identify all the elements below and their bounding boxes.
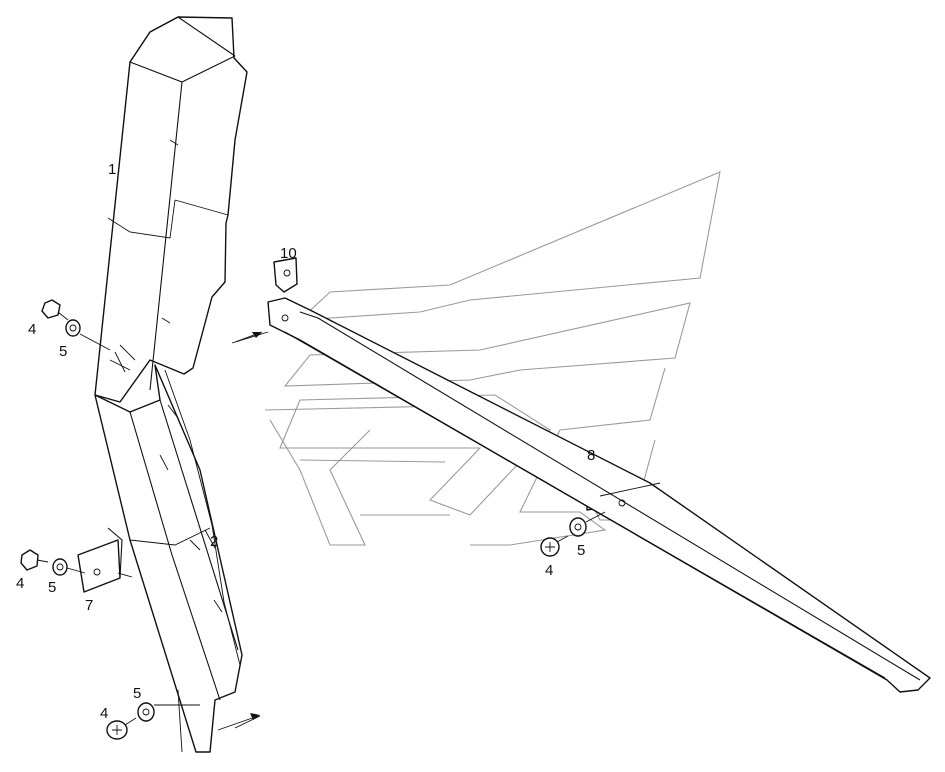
callout-7: 7 xyxy=(85,597,93,614)
callout-4: 4 xyxy=(16,575,24,592)
screw-washer-set-b xyxy=(20,549,86,576)
callout-5: 5 xyxy=(577,542,585,559)
callout-8: 8 xyxy=(587,447,595,464)
screw-washer-set-d xyxy=(540,511,606,557)
callout-5: 5 xyxy=(133,685,141,702)
callout-4: 4 xyxy=(100,705,108,722)
callout-10: 10 xyxy=(280,245,297,262)
callout-4: 4 xyxy=(545,562,553,579)
callout-2: 2 xyxy=(210,533,218,550)
screw-washer-set-c xyxy=(106,702,200,740)
channel-part-2 xyxy=(94,364,261,753)
direction-arrow-left xyxy=(234,331,263,343)
screw-washer-set-a xyxy=(41,299,111,351)
callout-1: 1 xyxy=(108,161,116,178)
direction-arrow-bottom xyxy=(217,713,260,731)
callout-5: 5 xyxy=(59,343,67,360)
callout-5: 5 xyxy=(48,579,56,596)
clip-nut-part-10 xyxy=(273,257,298,293)
channel-part-1 xyxy=(94,16,248,403)
callout-4: 4 xyxy=(28,321,36,338)
bracket-part-7 xyxy=(77,527,133,593)
diagonal-channel xyxy=(231,297,931,693)
